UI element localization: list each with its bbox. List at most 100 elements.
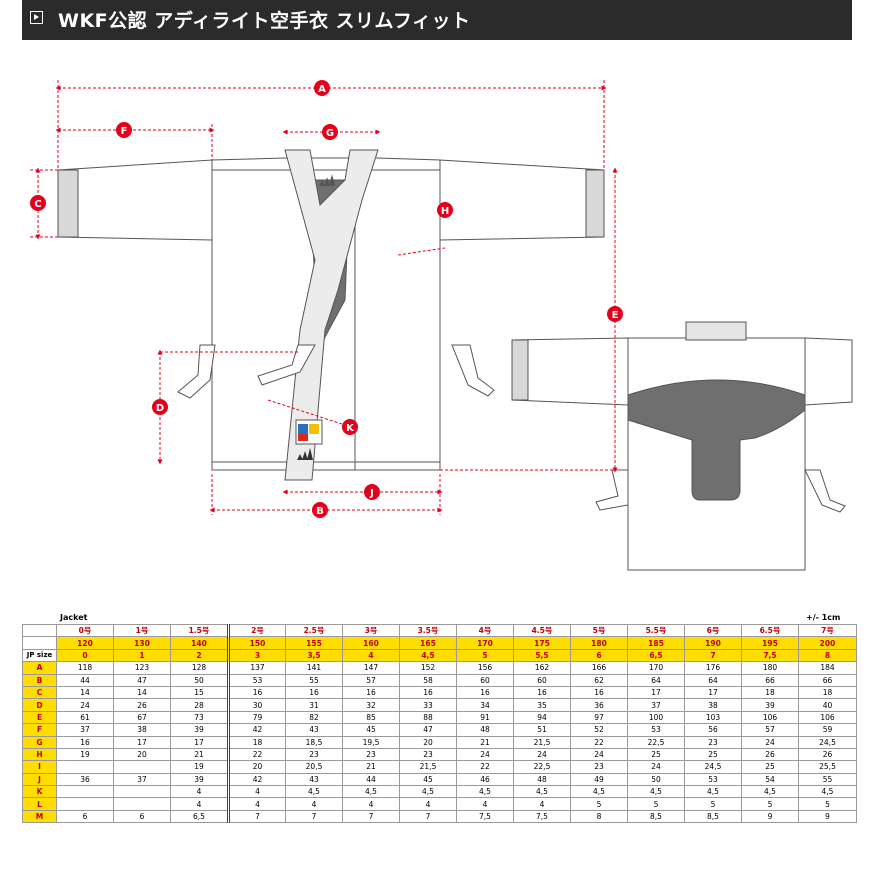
table-cell: 24,5	[684, 760, 742, 774]
table-cell: 176	[684, 661, 742, 675]
table-cell: 9	[741, 809, 799, 824]
table-cell: 39	[170, 772, 229, 787]
table-cell: 37	[113, 772, 171, 787]
row-label: A	[22, 661, 57, 675]
table-cell: 46	[456, 772, 514, 787]
table-cell: 3,5	[285, 648, 343, 663]
table-cell	[113, 785, 171, 799]
table-cell: 16	[456, 685, 514, 700]
table-cell: 47	[113, 673, 171, 687]
table-cell: 88	[399, 710, 457, 725]
table-cell: 22	[570, 735, 628, 749]
table-cell: 24,5	[798, 735, 857, 749]
table-cell: 60	[513, 673, 571, 687]
table-cell: 140	[170, 636, 229, 650]
table-cell: 141	[285, 661, 343, 675]
label-e: E	[607, 306, 623, 322]
table-cell: 7,5	[456, 809, 514, 824]
table-cell: 184	[798, 661, 857, 675]
table-cell: 25,5	[798, 760, 857, 774]
table-cell: 24	[513, 747, 571, 762]
table-cell: 22,5	[627, 735, 685, 749]
label-b: B	[312, 502, 328, 518]
table-cell: 49	[570, 772, 628, 787]
dimension-labels: A F G C H E D K J B	[30, 80, 623, 518]
table-cell: 4	[285, 797, 343, 811]
table-cell: 16	[342, 685, 400, 700]
table-cell: 6,5	[627, 648, 685, 663]
table-cell: 23	[342, 747, 400, 762]
table-cell: 21	[456, 735, 514, 749]
table-cell: 4	[342, 797, 400, 811]
table-cell: 22	[456, 760, 514, 774]
table-cell: 4,5	[570, 785, 628, 799]
table-cell: 185	[627, 636, 685, 650]
table-cell	[113, 760, 171, 774]
back-jacket-drawing	[511, 321, 853, 571]
table-cell: 20,5	[285, 760, 343, 774]
table-cell: 44	[342, 772, 400, 787]
table-cell: 1	[113, 648, 171, 663]
table-cell: 160	[342, 636, 400, 650]
table-cell: 85	[342, 710, 400, 725]
row-label: H	[22, 747, 57, 762]
row-label: F	[22, 723, 57, 737]
label-c: C	[30, 195, 46, 211]
table-cell: 16	[570, 685, 628, 700]
table-cell: 20	[399, 735, 457, 749]
table-cell: 5,5	[513, 648, 571, 663]
table-cell: 4	[227, 797, 286, 811]
table-cell: 8,5	[627, 809, 685, 824]
table-cell: 2.5号	[285, 623, 343, 638]
table-cell: 39	[170, 723, 229, 737]
table-cell: 166	[570, 661, 628, 675]
table-cell: 1.5号	[170, 623, 229, 638]
table-cell: 33	[399, 698, 457, 712]
table-cell: 43	[285, 723, 343, 737]
table-cell: 4,5	[798, 785, 857, 799]
table-cell: 16	[399, 685, 457, 700]
table-cell: 24	[456, 747, 514, 762]
table-cell: 56	[684, 723, 742, 737]
table-cell	[113, 797, 171, 811]
table-cell: 4,5	[342, 785, 400, 799]
table-cell: 4	[399, 797, 457, 811]
table-cell: 4,5	[741, 785, 799, 799]
table-cell: 35	[513, 698, 571, 712]
title-bar: WKF公認 アディライト空手衣 スリムフィット	[22, 0, 852, 40]
svg-text:H: H	[441, 206, 449, 217]
row-label: G	[22, 735, 57, 749]
table-cell: 100	[627, 710, 685, 725]
table-cell: 53	[684, 772, 742, 787]
table-cell: 26	[113, 698, 171, 712]
table-cell: 57	[741, 723, 799, 737]
table-cell: 24	[627, 760, 685, 774]
table-cell: 23	[399, 747, 457, 762]
table-cell: 38	[684, 698, 742, 712]
table-cell: 19	[56, 747, 114, 762]
table-cell: 6	[56, 809, 114, 824]
table-cell: 5	[684, 797, 742, 811]
table-cell: 16	[56, 735, 114, 749]
table-cell: 200	[798, 636, 857, 650]
table-cell: 64	[684, 673, 742, 687]
table-cell: 15	[170, 685, 229, 700]
table-cell	[56, 760, 114, 774]
svg-text:J: J	[369, 488, 374, 499]
table-cell: 36	[56, 772, 114, 787]
table-cell: 7,5	[741, 648, 799, 663]
table-cell: 152	[399, 661, 457, 675]
table-cell: 43	[285, 772, 343, 787]
table-cell: 17	[113, 735, 171, 749]
table-cell: 19	[170, 760, 229, 774]
table-cell: 4号	[456, 623, 514, 638]
table-cell: 103	[684, 710, 742, 725]
table-cell: 16	[513, 685, 571, 700]
table-cell: 23	[684, 735, 742, 749]
table-cell: 66	[741, 673, 799, 687]
